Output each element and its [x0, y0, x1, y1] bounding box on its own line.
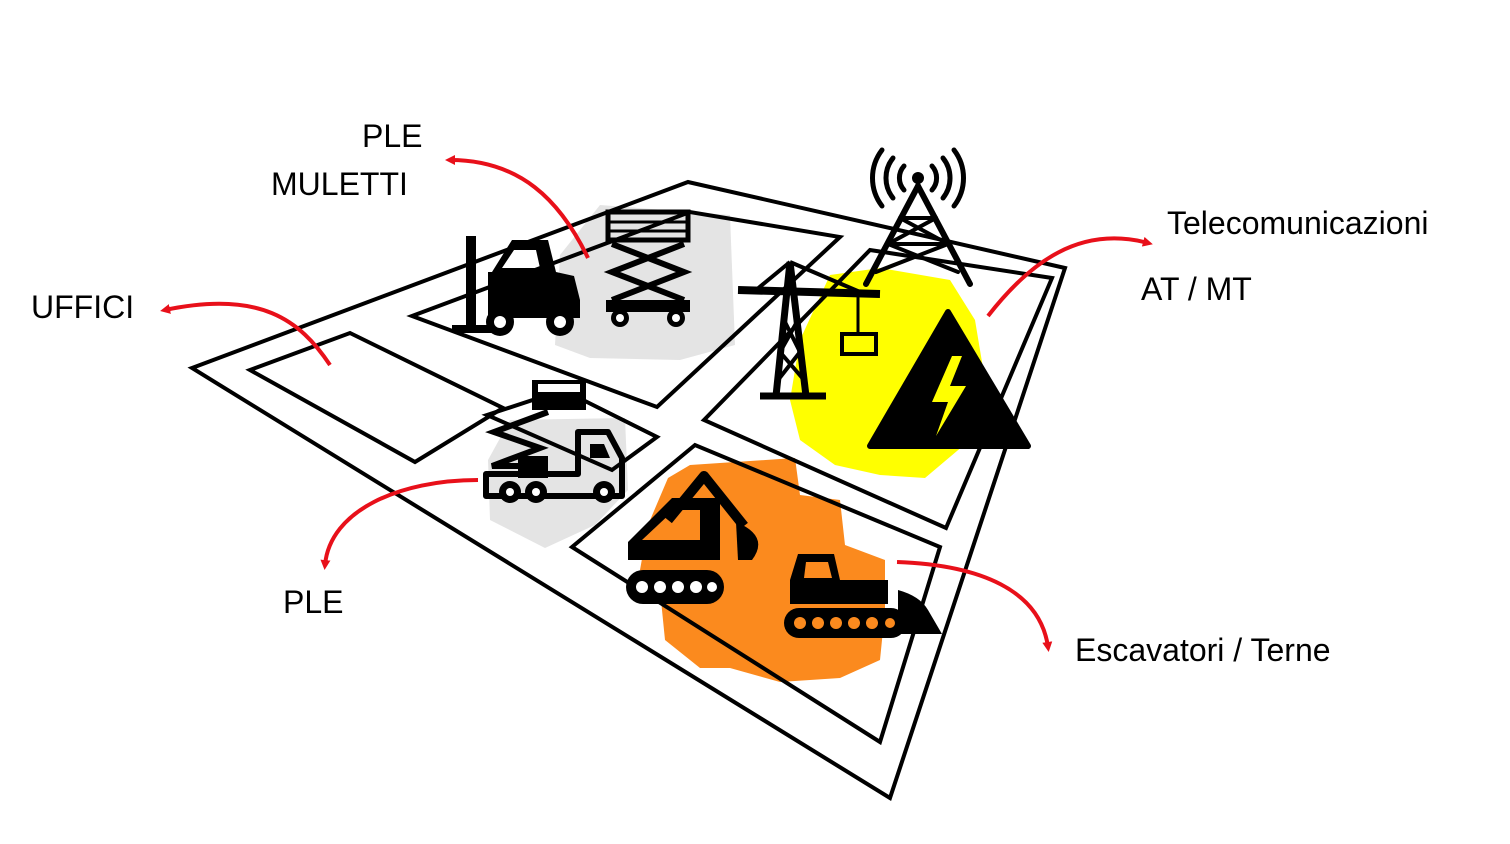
truck-aerial-platform-icon [483, 380, 625, 503]
crane-icon [737, 260, 881, 400]
arrows [160, 155, 1153, 652]
arrow-muletti [445, 155, 590, 259]
label-at-mt: AT / MT [1141, 271, 1252, 307]
bulldozer-icon [784, 554, 942, 638]
label-ple-bottom: PLE [283, 584, 344, 620]
forklift-icon [452, 236, 580, 336]
excavator-icon [626, 471, 759, 604]
scissor-lift-icon [603, 209, 693, 327]
label-telecomunicazioni: Telecomunicazioni [1167, 205, 1429, 241]
arrow-escavatori [896, 560, 1053, 652]
arrow-telecom [986, 236, 1153, 318]
arrow-ple-bottom [320, 478, 479, 570]
label-uffici: UFFICI [31, 289, 135, 325]
label-ple-top: PLE [362, 118, 423, 154]
label-muletti: MULETTI [271, 166, 408, 202]
high-voltage-warning-icon [867, 309, 1031, 449]
telecom-tower-icon [863, 147, 973, 287]
arrow-uffici [160, 301, 332, 367]
label-escavatori-terne: Escavatori / Terne [1075, 632, 1331, 668]
